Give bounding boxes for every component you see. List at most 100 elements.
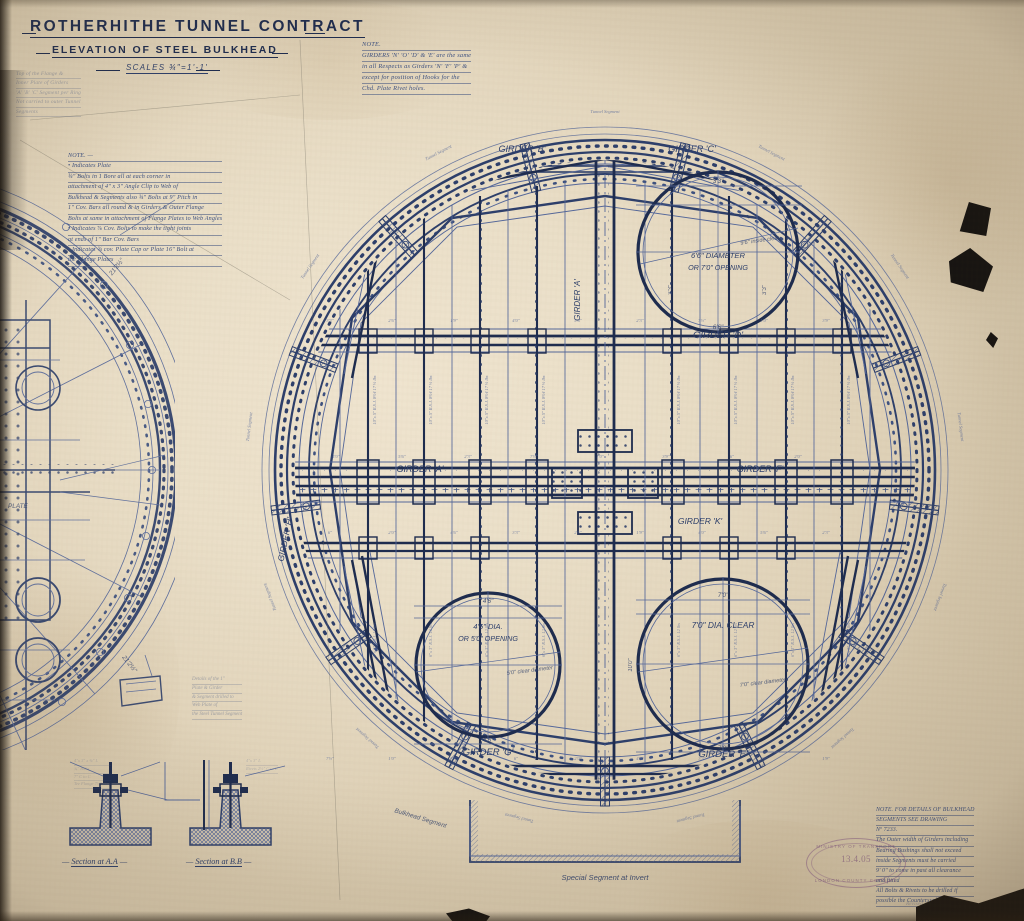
- label-girder-f: GIRDER 'F': [737, 464, 784, 474]
- segment-callout: Tunnel Segment: [245, 411, 254, 441]
- note-line-0: The Outer width of Girders including: [876, 836, 975, 847]
- segment-callout: Tunnel Segment: [830, 727, 856, 751]
- stiffener-callout: 6"x 3" R.S.J. 12 lbs: [790, 623, 795, 657]
- segment-bolt-circle: [673, 173, 681, 182]
- stiffener-callout: 6"x 3" R.S.J. 12 lbs: [541, 623, 546, 657]
- stamp-date: 13.4.05: [841, 854, 871, 864]
- girder-band-center: [295, 461, 915, 503]
- girder-center-vertical: [594, 160, 616, 780]
- note-upper-left-faded: Top of the Flange &Inner Plate of Girder…: [16, 70, 82, 117]
- dimension-text: 6": [514, 756, 518, 761]
- stiffener-callout: 10"x 5" R.S.J. 8½ℓ 17 ½ lbs: [541, 375, 546, 424]
- dimension-text: 6": [328, 530, 332, 535]
- note-line-1: in all Respects as Girders 'N' 'F' 'P' &: [362, 62, 472, 73]
- stiffener-callout: 10"x 5" R.S.J. 8½ℓ 17 ½ lbs: [372, 375, 377, 424]
- note-line-0: 4"x 3" L: [246, 758, 278, 766]
- segment-bolt-circle: [848, 637, 857, 645]
- note-line-3: Web Plate of: [192, 702, 243, 711]
- pencil-guides: [19, 39, 341, 901]
- opening-ll-label: 4'6" DIA.: [473, 622, 502, 631]
- dimension-text: 3'3": [512, 530, 520, 535]
- stiffener-callout: 6"x 3" R.S.J. 12 lbs: [428, 623, 433, 657]
- note-line-0: Details of the 1": [192, 676, 243, 685]
- dimension-text: 3'3": [698, 756, 706, 761]
- note-heading: NOTE.: [362, 40, 472, 51]
- detail-sketch-small: [119, 654, 163, 707]
- dash-left-2: —: [186, 857, 196, 866]
- segment-bolt-circle: [741, 732, 749, 741]
- dimension-text: 2'6": [574, 530, 582, 535]
- opening-lr-label: 7'0" DIA. CLEAR: [692, 620, 755, 630]
- note-line-5: All Bolts & Rivets to be drilled if: [876, 887, 975, 898]
- label-girder-g: GIRDER 'G': [463, 747, 515, 758]
- opening-upper-label: 6'6" DIAMETER: [691, 251, 745, 260]
- segment-callout: Tunnel Segment: [758, 144, 787, 162]
- segment-callout: Tunnel Segment: [890, 253, 911, 280]
- title-rule-right: [305, 33, 325, 34]
- dimension-text: 2'3": [464, 454, 472, 459]
- scale-rule-left: [96, 70, 120, 71]
- note-line-2: 7" C to C: [74, 774, 112, 782]
- dimension-text: 7½": [326, 756, 334, 761]
- stiffener-callout: 6"x 3" R.S.J. 12 lbs: [733, 623, 738, 657]
- note-line-5: Bolts at same in attachment of Flange Pl…: [68, 215, 223, 226]
- dimension-text: 1'0": [388, 756, 396, 761]
- note-line-2: & Segment drilled to: [192, 694, 243, 703]
- note-line-3: 9' 0" to come in past all clearance: [876, 867, 975, 877]
- dash-left: —: [62, 857, 72, 866]
- dim-upper-top: 3'3": [713, 178, 724, 185]
- dimension-text: 4'0": [698, 530, 706, 535]
- label-bulkhead-segment: Bulkhead Segment: [394, 807, 448, 830]
- note-line-3: Bulkhead & Segments also ¾" Bolts at 9" …: [68, 194, 223, 205]
- dimension-text: 3'9": [450, 756, 458, 761]
- left-plate-label: PLATE: [8, 503, 29, 510]
- dimension-text: 2'6": [760, 756, 768, 761]
- label-girder-a: GIRDER 'A': [397, 464, 444, 474]
- section-detail-bb: [164, 760, 286, 846]
- note-line-3: Tee Flange 7½" deep: [74, 781, 112, 790]
- label-girder-k: GIRDER 'K': [678, 516, 723, 526]
- label-girder-e: GIRDER 'E': [698, 749, 749, 760]
- segment-bolt-circle: [302, 502, 311, 511]
- dimension-text: 4'0": [332, 454, 340, 459]
- stiffener-callout: 10"x 5" R.S.J. 8½ℓ 17 ½ lbs: [428, 375, 433, 424]
- note-left-detail: Details of the 1"Plate & Girder& Segment…: [192, 676, 243, 720]
- stiffener-callout: 6"x 3" R.S.J. 12 lbs: [846, 623, 851, 657]
- gusset-plate: [551, 429, 659, 535]
- dim-lr-left: 10'0": [628, 657, 634, 671]
- note-line-0: • Indicates Plate: [68, 162, 223, 173]
- dash-right-2: —: [241, 857, 252, 866]
- label-invert-segment: Special Segment at Invert: [562, 873, 650, 882]
- dim-upper-right: 3'3": [762, 284, 768, 295]
- title-rule-left: [22, 33, 36, 34]
- stiffener-callout: 10"x 5" R.S.J. 8½ℓ 17 ½ lbs: [484, 375, 489, 424]
- section-aa-caption: — Section at A.A —: [62, 857, 128, 867]
- segment-bolt-circle: [319, 359, 328, 368]
- segment-callout: Tunnel Segment: [262, 582, 277, 612]
- segment-bolt-circle: [800, 240, 809, 249]
- note-line-1: Bearing Bushings shall not exceed: [876, 847, 975, 857]
- dimension-text: 2'0": [794, 454, 802, 459]
- note-line-1: Plate & Girder: [192, 685, 243, 694]
- dimension-text: 1'9": [450, 318, 458, 323]
- segment-bolt-circle: [882, 359, 891, 368]
- segment-bolt-circle: [899, 502, 908, 511]
- stiffener-callout: 10"x 5" R.S.J. 8½ℓ 17 ½ lbs: [846, 375, 851, 424]
- stiffener-callout: 6"x 3" R.S.J. 12 lbs: [372, 623, 377, 657]
- note-heading-2: SEGMENTS SEE DRAWING: [876, 816, 975, 827]
- stamp-arc-bottom: LONDON COUNTY COUNCIL: [814, 878, 898, 883]
- stiffener-callout: 10"x 5" R.S.J. 8½ℓ 17 ½ lbs: [733, 375, 738, 424]
- dimension-text: 2'3": [636, 318, 644, 323]
- segment-end-plate: [378, 214, 419, 259]
- label-girder-c: GIRDER 'C': [668, 144, 716, 154]
- page-subtitle: ELEVATION OF STEEL BULKHEAD: [52, 44, 278, 58]
- dimension-text: 7½": [530, 454, 538, 459]
- dimension-text: 3'9": [822, 318, 830, 323]
- dim-lr-bottom: 7'0": [718, 745, 729, 752]
- note-line-1: ¾" Bolts in 1 Bore all at each corner in: [68, 173, 223, 184]
- dim-upper-bottom: 6'6": [713, 324, 724, 331]
- dimension-text: 2'6": [388, 318, 396, 323]
- subtitle-rule-right: [272, 53, 288, 54]
